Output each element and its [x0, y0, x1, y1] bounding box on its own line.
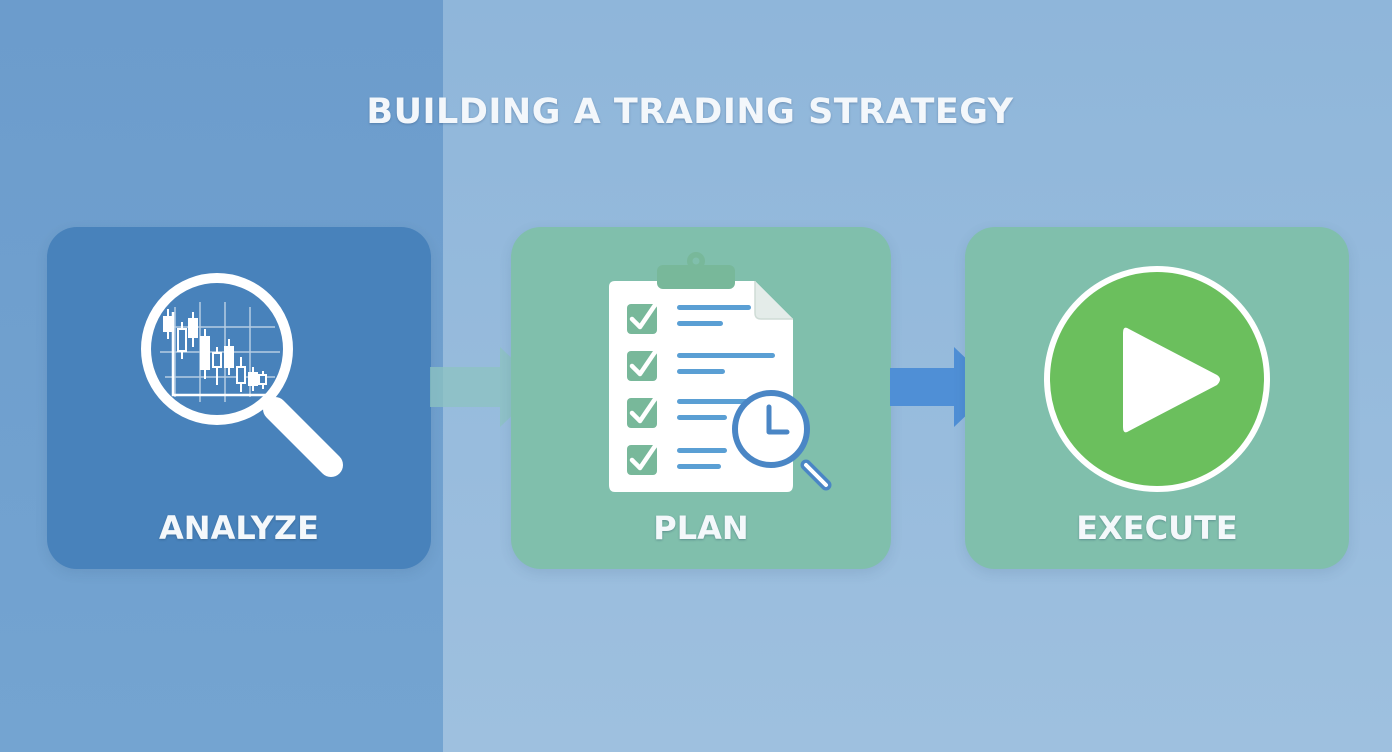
step-card-analyze: ANALYZE [47, 227, 431, 569]
step-card-plan: PLAN [511, 227, 891, 569]
step-label-plan: PLAN [653, 509, 749, 547]
magnifier-chart-icon [141, 273, 343, 477]
clipboard-checklist-icon [609, 252, 832, 492]
diagram-title: BUILDING A TRADING STRATEGY [366, 92, 1014, 132]
step-label-analyze: ANALYZE [159, 509, 319, 547]
step-card-execute: EXECUTE [965, 227, 1349, 569]
play-icon [1044, 266, 1270, 492]
step-label-execute: EXECUTE [1076, 509, 1238, 547]
